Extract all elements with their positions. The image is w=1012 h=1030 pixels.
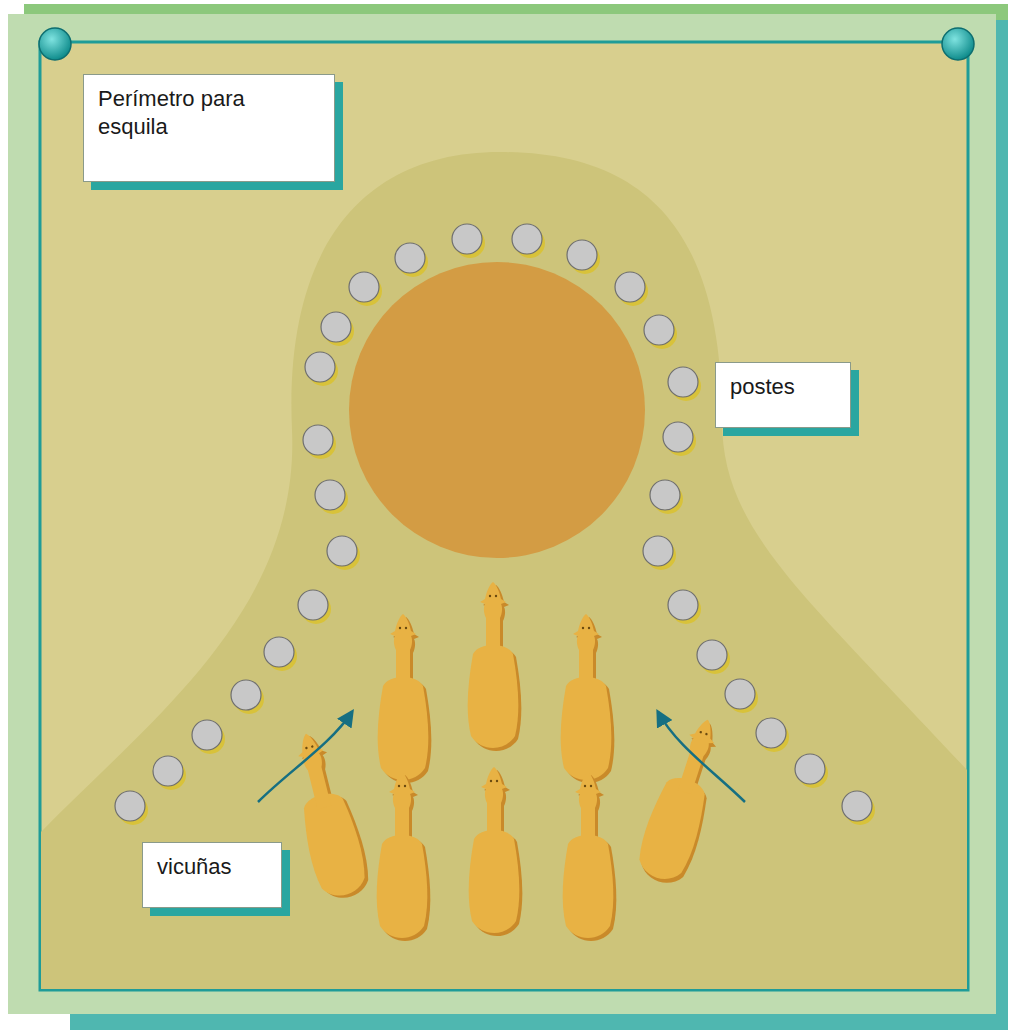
vicuna-eye	[404, 785, 406, 787]
post	[668, 367, 698, 397]
post	[663, 422, 693, 452]
vicuna-head	[480, 582, 506, 658]
frame	[8, 14, 996, 1014]
post	[153, 756, 183, 786]
vicuna-body	[377, 835, 428, 938]
vicuna	[281, 727, 374, 904]
vicuna	[378, 614, 432, 783]
post	[644, 315, 674, 345]
vicuna-eye	[582, 627, 584, 629]
post	[795, 754, 825, 784]
label-text: postes	[730, 373, 836, 401]
shearing-area	[349, 262, 645, 558]
post	[315, 480, 345, 510]
post	[842, 791, 872, 821]
vicuna-eye	[398, 785, 400, 787]
vicuna-eye	[305, 747, 308, 750]
vicuna	[632, 712, 735, 889]
vicuna	[561, 614, 615, 783]
post	[395, 243, 425, 273]
vicuna-head	[573, 614, 599, 690]
vicuna-eye	[699, 731, 702, 734]
vicuna	[377, 772, 431, 941]
vicuna-head	[575, 772, 601, 848]
vicuna-eye	[588, 627, 590, 629]
ground-panel	[40, 42, 968, 990]
title-label: Perímetro para esquila	[83, 74, 335, 182]
label-text: Perímetro para esquila	[98, 85, 320, 141]
post	[327, 536, 357, 566]
post	[298, 590, 328, 620]
enclosure-ground	[41, 152, 967, 989]
vicuna-eye	[705, 733, 708, 736]
post	[567, 240, 597, 270]
vicuna-head	[481, 767, 507, 843]
post	[668, 590, 698, 620]
vicuna-body	[469, 830, 520, 933]
vicuna-body	[561, 677, 612, 780]
flow-arrow	[658, 712, 745, 802]
vicuna-eye	[590, 785, 592, 787]
frame-shadow	[24, 4, 1008, 1004]
vicuna-head	[293, 731, 337, 811]
post	[697, 640, 727, 670]
pin	[942, 28, 974, 60]
vicuna-eye	[584, 785, 586, 787]
label-text: vicuñas	[157, 853, 267, 881]
post	[512, 224, 542, 254]
post	[192, 720, 222, 750]
post	[264, 637, 294, 667]
post	[115, 791, 145, 821]
vicuna-body	[297, 789, 371, 901]
callout-label: vicuñas	[142, 842, 282, 908]
vicuna-eye	[490, 780, 492, 782]
post	[650, 480, 680, 510]
post	[615, 272, 645, 302]
vicuna-body	[468, 645, 519, 748]
vicuna-eye	[399, 627, 401, 629]
post	[349, 272, 379, 302]
vicuna	[563, 772, 617, 941]
pin	[39, 28, 71, 60]
post	[756, 718, 786, 748]
vicuna-group	[281, 582, 734, 941]
vicuna-eye	[495, 595, 497, 597]
vicuna-eye	[489, 595, 491, 597]
post-row	[115, 224, 875, 825]
vicuna-head	[390, 614, 416, 690]
vicuna-body	[563, 835, 614, 938]
vicuna-body	[633, 772, 713, 886]
post	[321, 312, 351, 342]
vicuna	[468, 582, 522, 751]
vicuna	[469, 767, 523, 936]
post	[725, 679, 755, 709]
callout-label: postes	[715, 362, 851, 428]
vicuna-eye	[311, 745, 314, 748]
vicuna-eye	[496, 780, 498, 782]
flow-arrow	[258, 712, 352, 802]
vicuna-eye	[405, 627, 407, 629]
vicuna-body	[378, 677, 429, 780]
post	[303, 425, 333, 455]
post	[643, 536, 673, 566]
post	[305, 352, 335, 382]
vicuna-head	[389, 772, 415, 848]
post	[231, 680, 261, 710]
post	[452, 224, 482, 254]
